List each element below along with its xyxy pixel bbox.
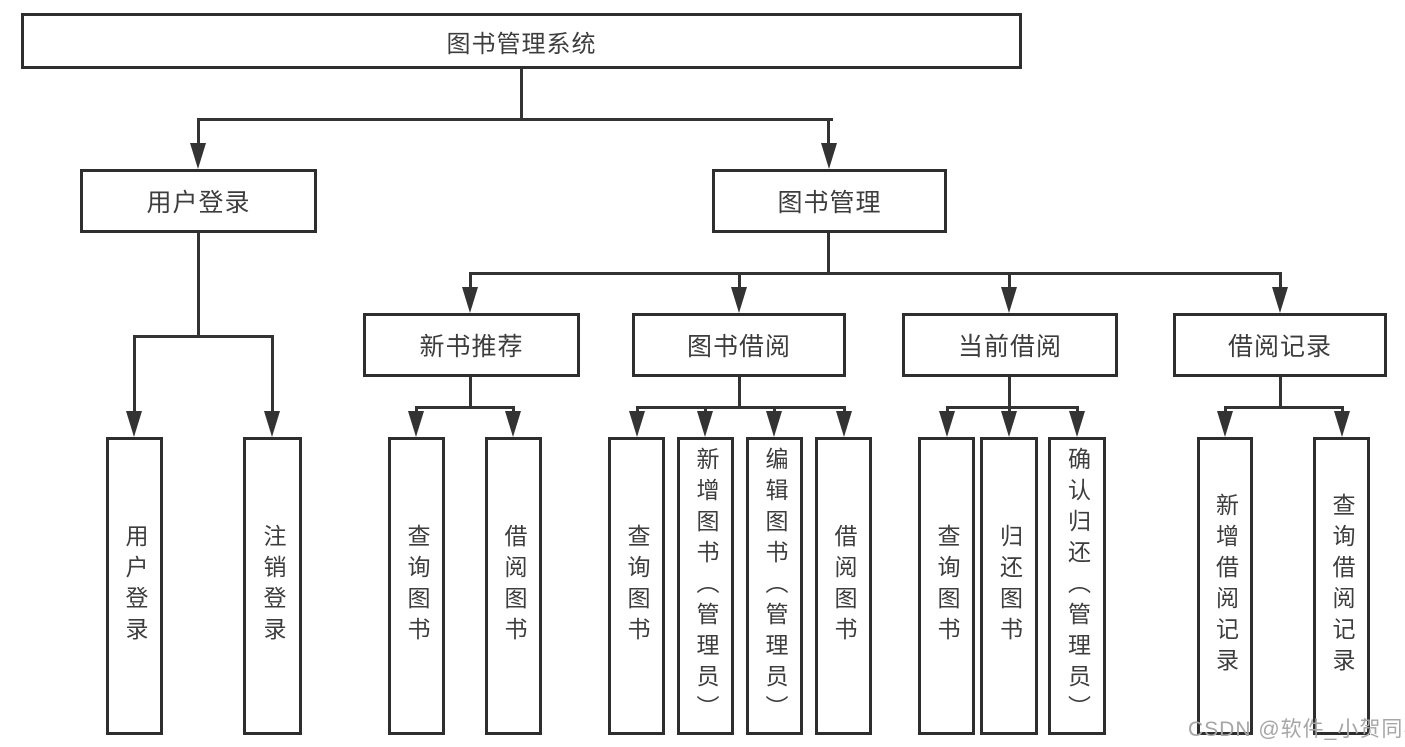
arrowhead-down-icon bbox=[1217, 411, 1233, 437]
arrowhead-down-icon bbox=[462, 287, 478, 313]
leaf-borrow-borrow-books: 借阅图书 bbox=[815, 437, 872, 735]
arrowhead-down-icon bbox=[126, 411, 142, 437]
connector-line bbox=[133, 335, 274, 338]
arrowhead-down-icon bbox=[190, 143, 206, 169]
leaf-recommend-borrow-books: 借阅图书 bbox=[485, 437, 542, 735]
leaf-current-confirm-return-admin: 确认归还（管理员） bbox=[1048, 437, 1106, 735]
node-book-management: 图书管理 bbox=[712, 169, 947, 233]
node-borrow-records: 借阅记录 bbox=[1173, 313, 1387, 377]
node-new-book-recommend-label: 新书推荐 bbox=[419, 333, 524, 361]
arrowhead-down-icon bbox=[1069, 411, 1085, 437]
node-book-management-label: 图书管理 bbox=[777, 189, 882, 217]
leaf-label: 借阅图书 bbox=[831, 524, 857, 648]
connector-line bbox=[469, 377, 472, 409]
connector-line bbox=[271, 338, 274, 414]
arrowhead-down-icon bbox=[1272, 287, 1288, 313]
arrowhead-down-icon bbox=[408, 411, 424, 437]
arrowhead-down-icon bbox=[821, 143, 837, 169]
leaf-label: 借阅图书 bbox=[501, 524, 527, 648]
node-current-borrow: 当前借阅 bbox=[902, 313, 1118, 377]
watermark-text: CSDN @软件_小贺同学 bbox=[1188, 718, 1405, 741]
connector-line bbox=[1279, 377, 1282, 409]
arrowhead-down-icon bbox=[1001, 411, 1017, 437]
node-book-borrow: 图书借阅 bbox=[632, 313, 846, 377]
connector-line bbox=[469, 275, 472, 291]
leaf-borrow-query-books: 查询图书 bbox=[608, 437, 665, 735]
connector-line bbox=[1008, 377, 1011, 409]
connector-line bbox=[1224, 406, 1344, 409]
arrowhead-down-icon bbox=[1001, 287, 1017, 313]
leaf-label: 查询图书 bbox=[404, 524, 430, 648]
leaf-borrow-edit-books-admin: 编辑图书（管理员） bbox=[746, 437, 803, 735]
connector-line bbox=[1008, 275, 1011, 291]
leaf-recommend-query-books: 查询图书 bbox=[388, 437, 445, 735]
node-current-borrow-label: 当前借阅 bbox=[957, 333, 1062, 361]
leaf-label: 新增借阅记录 bbox=[1212, 493, 1239, 679]
arrowhead-down-icon bbox=[505, 411, 521, 437]
leaf-label: 查询图书 bbox=[624, 524, 650, 648]
leaf-borrow-add-books-admin: 新增图书（管理员） bbox=[677, 437, 734, 735]
connector-line bbox=[197, 118, 833, 121]
leaf-label: 查询图书 bbox=[934, 524, 960, 648]
connector-line bbox=[197, 121, 200, 148]
node-user-login: 用户登录 bbox=[80, 169, 317, 233]
arrowhead-down-icon bbox=[264, 411, 280, 437]
connector-line bbox=[520, 69, 523, 121]
connector-line bbox=[197, 233, 200, 337]
connector-line bbox=[415, 406, 515, 409]
arrowhead-down-icon bbox=[766, 411, 782, 437]
node-book-borrow-label: 图书借阅 bbox=[686, 333, 791, 361]
arrowhead-down-icon bbox=[939, 411, 955, 437]
connector-line bbox=[827, 121, 830, 148]
arrowhead-down-icon bbox=[1334, 411, 1350, 437]
leaf-records-query-record: 查询借阅记录 bbox=[1313, 437, 1370, 735]
node-root-label: 图书管理系统 bbox=[446, 30, 597, 58]
leaf-login-logout: 注销登录 bbox=[243, 437, 302, 735]
connector-line bbox=[133, 338, 136, 414]
connector-line bbox=[738, 377, 741, 409]
leaf-login-user-login: 用户登录 bbox=[106, 437, 163, 735]
arrowhead-down-icon bbox=[697, 411, 713, 437]
leaf-label: 新增图书（管理员） bbox=[693, 446, 719, 726]
connector-line bbox=[738, 275, 741, 291]
node-new-book-recommend: 新书推荐 bbox=[363, 313, 580, 377]
arrowhead-down-icon bbox=[629, 411, 645, 437]
connector-line bbox=[827, 233, 830, 275]
leaf-label: 注销登录 bbox=[260, 524, 286, 648]
connector-line bbox=[946, 406, 1079, 409]
connector-line bbox=[1279, 275, 1282, 291]
leaf-label: 用户登录 bbox=[122, 524, 148, 648]
leaf-label: 确认归还（管理员） bbox=[1064, 446, 1091, 726]
arrowhead-down-icon bbox=[836, 411, 852, 437]
leaf-records-add-record: 新增借阅记录 bbox=[1197, 437, 1253, 735]
arrowhead-down-icon bbox=[731, 287, 747, 313]
leaf-current-query-books: 查询图书 bbox=[918, 437, 975, 735]
leaf-current-return-books: 归还图书 bbox=[980, 437, 1038, 735]
leaf-label: 编辑图书（管理员） bbox=[762, 446, 788, 726]
node-root: 图书管理系统 bbox=[21, 13, 1022, 69]
node-borrow-records-label: 借阅记录 bbox=[1227, 333, 1332, 361]
leaf-label: 归还图书 bbox=[996, 524, 1023, 648]
connector-line bbox=[636, 406, 846, 409]
leaf-label: 查询借阅记录 bbox=[1329, 493, 1355, 679]
node-user-login-label: 用户登录 bbox=[146, 189, 251, 217]
connector-line bbox=[469, 272, 1282, 275]
